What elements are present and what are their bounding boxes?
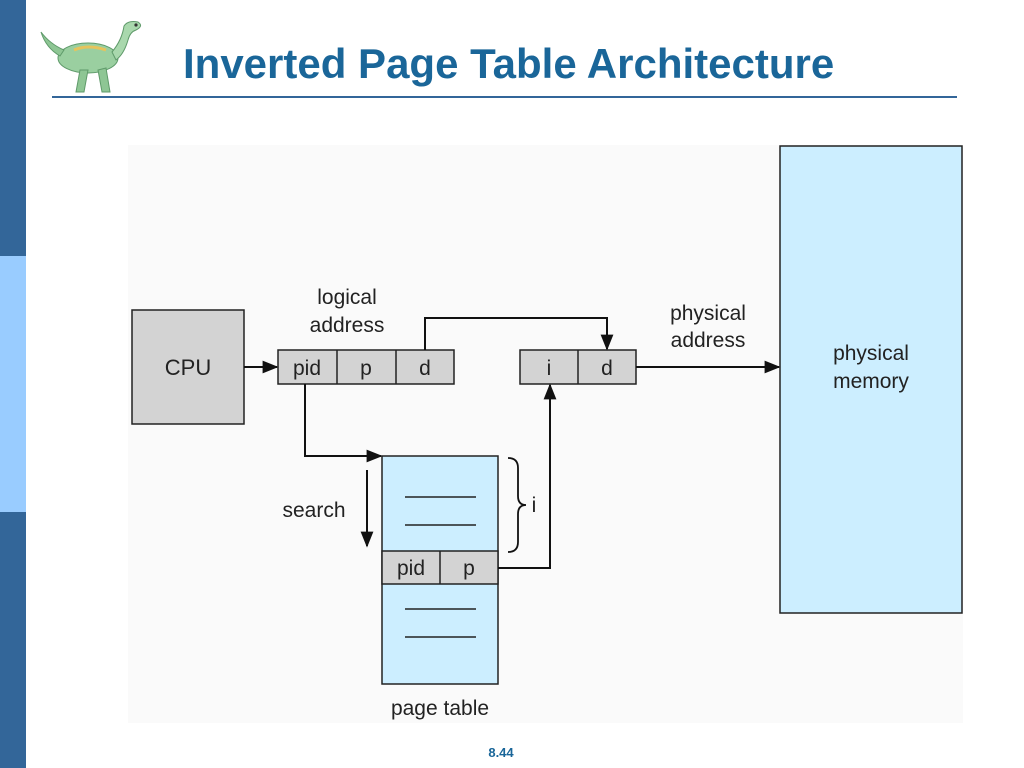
physical-address-label-line2: address	[671, 329, 746, 352]
entry-index-arrow	[498, 383, 557, 569]
logical-field-p: p	[360, 357, 372, 380]
entry-field-p: p	[463, 557, 475, 580]
search-label: search	[282, 499, 345, 522]
cpu-label: CPU	[165, 355, 211, 380]
index-label: i	[532, 494, 537, 517]
slide-title: Inverted Page Table Architecture	[183, 40, 835, 87]
logical-address-register: pid p d	[277, 349, 455, 385]
logical-address-label-line1: logical	[317, 286, 377, 309]
pid-to-page-table-arrow	[304, 384, 383, 463]
physical-field-i: i	[547, 357, 552, 380]
title-underline	[52, 96, 957, 98]
index-brace	[507, 457, 527, 553]
slide-page-number: 8.44	[488, 745, 514, 760]
sidebar-band-bottom	[0, 512, 26, 768]
physical-address-register: i d	[519, 349, 637, 385]
sidebar-band-top	[0, 0, 26, 256]
physical-address-label-line1: physical	[670, 302, 746, 325]
page-table-label: page table	[391, 697, 489, 720]
entry-field-pid: pid	[397, 557, 425, 580]
physical-memory-label-line1: physical	[833, 342, 909, 365]
offset-copy-arrow	[424, 317, 614, 351]
dinosaur-logo-icon	[40, 21, 142, 93]
sidebar-band-middle	[0, 256, 26, 512]
physical-memory-label-line2: memory	[833, 370, 909, 393]
page-table: pid p	[381, 455, 499, 685]
physical-field-d: d	[601, 357, 613, 380]
logical-field-pid: pid	[293, 357, 321, 380]
page-table-matching-entry: pid p	[381, 550, 499, 585]
cpu-box: CPU	[131, 309, 245, 425]
logical-field-d: d	[419, 357, 431, 380]
physical-memory-box: physical memory	[779, 145, 963, 614]
logical-address-label-line2: address	[310, 314, 385, 337]
